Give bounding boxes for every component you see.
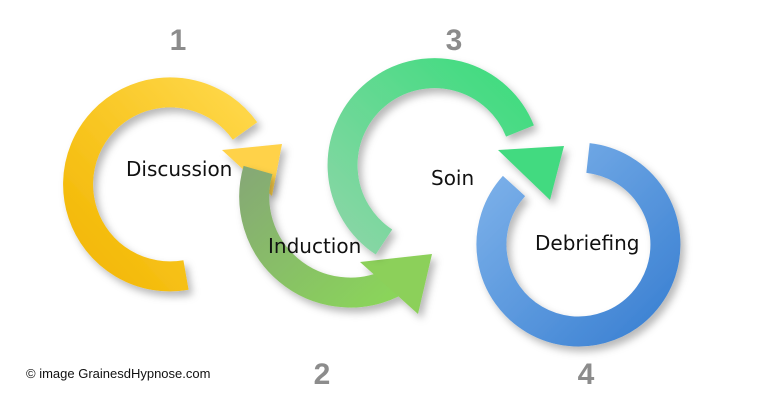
image-credit: © image GrainesdHypnose.com: [26, 366, 211, 381]
step-2-label: Induction: [268, 234, 362, 258]
step-3-arrow: [327, 58, 564, 255]
step-1-label: Discussion: [126, 157, 233, 181]
step-2-number: 2: [313, 358, 331, 391]
step-3-label: Soin: [431, 166, 475, 190]
step-2-arrow: [239, 165, 432, 314]
step-4-label: Debriefing: [535, 231, 640, 255]
step-4-arrow: [476, 143, 681, 347]
step-3-number: 3: [445, 24, 463, 57]
step-1-number: 1: [169, 24, 187, 57]
step-4-number: 4: [577, 358, 595, 391]
